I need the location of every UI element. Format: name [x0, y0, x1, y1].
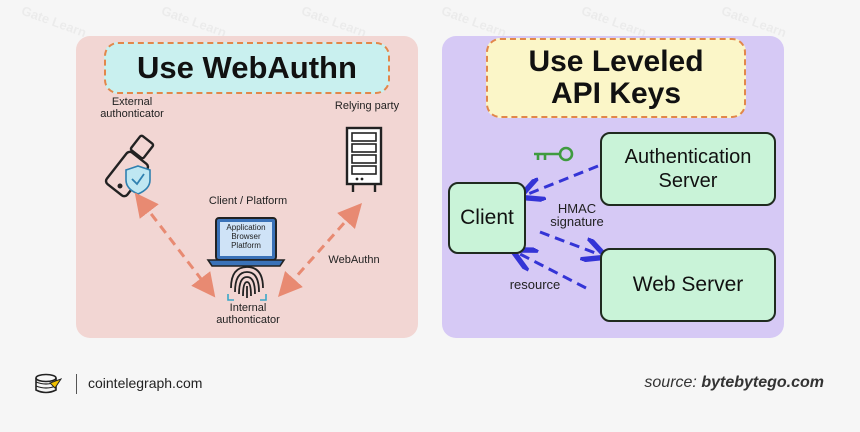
watermark: Gate Learn: [299, 3, 368, 40]
key-icon: [534, 146, 574, 162]
laptop-icon: [206, 217, 286, 267]
api-keys-title: Use Leveled API Keys: [486, 38, 746, 118]
api-keys-diagram: [442, 146, 784, 290]
fingerprint-icon: [230, 266, 264, 298]
arrow-client-to-web: [539, 230, 598, 254]
watermark: Gate Learn: [159, 3, 228, 40]
source-prefix: source:: [644, 374, 697, 391]
resource-label: resource: [509, 277, 561, 292]
webauthn-panel: Use WebAuthn External authonticator Rely…: [76, 36, 418, 338]
fingerprint-bracket: [227, 294, 267, 301]
laptop-screen-label: Application Browser Platform: [226, 223, 266, 250]
arrow-external-internal: [134, 192, 216, 298]
shield-check-icon: [125, 165, 151, 195]
relying-party-label: Relying party: [334, 100, 400, 112]
authentication-server-node: Authentication Server: [600, 132, 776, 206]
arrow-relying-internal: [277, 203, 363, 297]
client-platform-label: Client / Platform: [208, 195, 288, 207]
web-server-node: Web Server: [600, 248, 776, 322]
client-node: Client: [448, 182, 526, 254]
arrow-web-to-client: [520, 254, 587, 290]
cointelegraph-logo-icon: [35, 373, 62, 394]
footer-source: source: bytebytego.com: [644, 374, 824, 392]
webauthn-title: Use WebAuthn: [104, 42, 390, 94]
api-keys-panel: Use Leveled API Keys Client Authenticati…: [442, 36, 784, 338]
watermark: Gate Learn: [19, 3, 88, 40]
watermark: Gate Learn: [579, 3, 648, 40]
arrow-auth-to-client: [528, 164, 599, 194]
webauthn-diagram: [104, 126, 383, 301]
external-authenticator-label: External authonticator: [100, 96, 164, 120]
server-rack-icon: [345, 126, 383, 192]
watermark: Gate Learn: [719, 3, 788, 40]
internal-authenticator-label: Internal authonticator: [216, 302, 280, 326]
webauthn-label: WebAuthn: [328, 254, 380, 266]
footer-separator: [76, 374, 77, 394]
hmac-signature-label: HMAC signature: [550, 201, 604, 229]
watermark: Gate Learn: [439, 3, 508, 40]
footer-site: cointelegraph.com: [88, 375, 203, 391]
source-name: bytebytego.com: [701, 374, 824, 391]
